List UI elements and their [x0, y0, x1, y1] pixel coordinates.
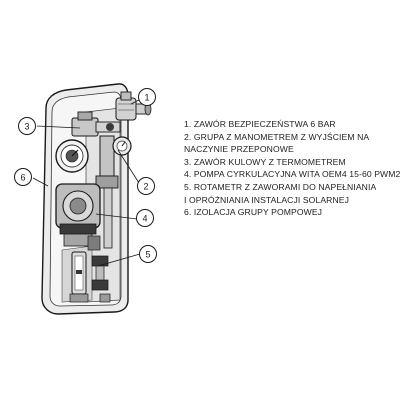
callout-3: 3 — [18, 117, 36, 135]
callout-6-label: 6 — [20, 172, 25, 182]
rotameter — [69, 251, 111, 303]
callout-2: 2 — [137, 177, 155, 195]
legend-item-5-continued: I OPRÓŻNIANIA INSTALACJI SOLARNEJ — [184, 194, 350, 205]
legend-item-2-continued: NACZYNIE PRZEPONOWE — [184, 144, 294, 155]
legend-item-4: 4. POMPA CYRKULACYJNA WITA OEM4 15-60 PW… — [184, 169, 400, 180]
leader-lines — [32, 99, 141, 267]
ball-valve-thermometer — [55, 111, 121, 173]
callout-5: 5 — [139, 245, 157, 263]
callout-5-label: 5 — [145, 249, 150, 259]
callout-3-label: 3 — [24, 121, 29, 131]
callout-6: 6 — [14, 168, 32, 186]
legend-item-6: 6. IZOLACJA GRUPY POMPOWEJ — [184, 207, 323, 218]
callout-4-label: 4 — [142, 213, 147, 223]
legend-item-1: 1. ZAWÓR BEZPIECZEŃSTWA 6 BAR — [184, 119, 336, 129]
callout-1-label: 1 — [144, 92, 149, 102]
callout-4: 4 — [136, 209, 154, 227]
legend-list: 1. ZAWÓR BEZPIECZEŃSTWA 6 BAR 2. GRUPA Z… — [184, 118, 400, 219]
callout-1: 1 — [138, 88, 156, 106]
legend-item-2: 2. GRUPA Z MANOMETREM Z WYJŚCIEM NA — [184, 131, 370, 142]
callout-2-label: 2 — [143, 181, 148, 191]
legend-item-5: 5. ROTAMETR Z ZAWORAMI DO NAPEŁNIANIA — [184, 181, 377, 192]
safety-valve — [115, 91, 152, 121]
legend-item-3: 3. ZAWÓR KULOWY Z TERMOMETREM — [184, 156, 346, 167]
circulation-pump — [55, 183, 101, 251]
pressure-gauge-group — [95, 135, 132, 249]
